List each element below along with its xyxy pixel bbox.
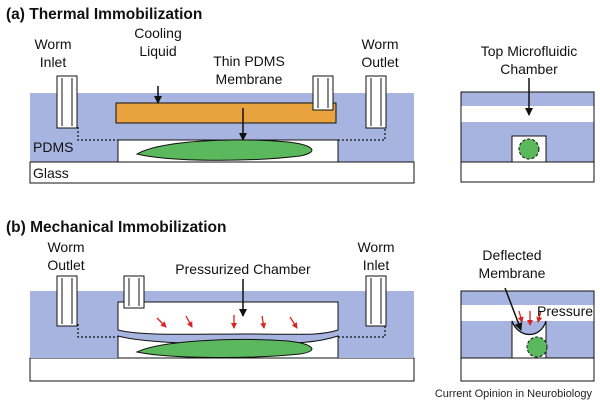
label-top-chamber-2: Chamber xyxy=(500,61,558,77)
pressure-tube-b xyxy=(123,275,145,309)
glass-slide-a xyxy=(29,161,415,184)
worm-b xyxy=(135,338,313,359)
panel-a-heading: (a) Thermal Immobilization xyxy=(6,6,202,23)
credit-line: Current Opinion in Neurobiology xyxy=(435,388,593,400)
worm-a xyxy=(135,139,313,161)
outlet-tube-a xyxy=(365,75,387,129)
label-worm-inlet-b-1: Worm xyxy=(357,239,394,255)
label-pdms: PDMS xyxy=(33,139,73,155)
panel-b-device xyxy=(29,275,415,382)
inlet-tube-b xyxy=(365,275,387,327)
inlet-tube-a xyxy=(56,75,78,129)
cooling-channel xyxy=(115,102,337,124)
pressure-arrows-b xyxy=(156,315,298,329)
cooling-tube-a xyxy=(312,75,334,111)
label-worm-inlet-a-1: Worm xyxy=(34,36,71,52)
label-pressurized-chamber: Pressurized Chamber xyxy=(175,261,311,277)
panel-b-heading: (b) Mechanical Immobilization xyxy=(6,219,226,236)
label-deflected-1: Deflected xyxy=(482,247,541,263)
label-worm-inlet-b-2: Inlet xyxy=(363,257,390,273)
label-pressure: Pressure xyxy=(537,303,593,319)
label-worm-outlet-b-2: Outlet xyxy=(47,257,84,273)
inlet-channel-dotted xyxy=(77,127,118,141)
label-top-chamber-1: Top Microfluidic xyxy=(481,43,577,59)
worm-cross-section-a xyxy=(518,138,540,160)
label-deflected-2: Membrane xyxy=(479,265,546,281)
worm-cross-section-b xyxy=(526,336,548,358)
label-membrane-2: Membrane xyxy=(216,71,283,87)
panel-a-device xyxy=(29,75,415,184)
outlet-tube-b xyxy=(56,275,78,327)
label-membrane-1: Thin PDMS xyxy=(213,53,285,69)
label-glass: Glass xyxy=(33,165,69,181)
label-cooling-2: Liquid xyxy=(139,43,176,59)
glass-slide-b xyxy=(29,357,415,382)
cross-section-b xyxy=(460,287,595,382)
label-worm-outlet-a-2: Outlet xyxy=(361,54,398,70)
label-cooling-1: Cooling xyxy=(134,25,181,41)
label-worm-outlet-a-1: Worm xyxy=(361,36,398,52)
cross-section-a xyxy=(460,78,595,183)
pressurized-chamber xyxy=(117,301,339,335)
label-worm-inlet-a-2: Inlet xyxy=(40,54,67,70)
outlet-channel-dotted xyxy=(338,124,386,141)
label-worm-outlet-b-1: Worm xyxy=(47,239,84,255)
